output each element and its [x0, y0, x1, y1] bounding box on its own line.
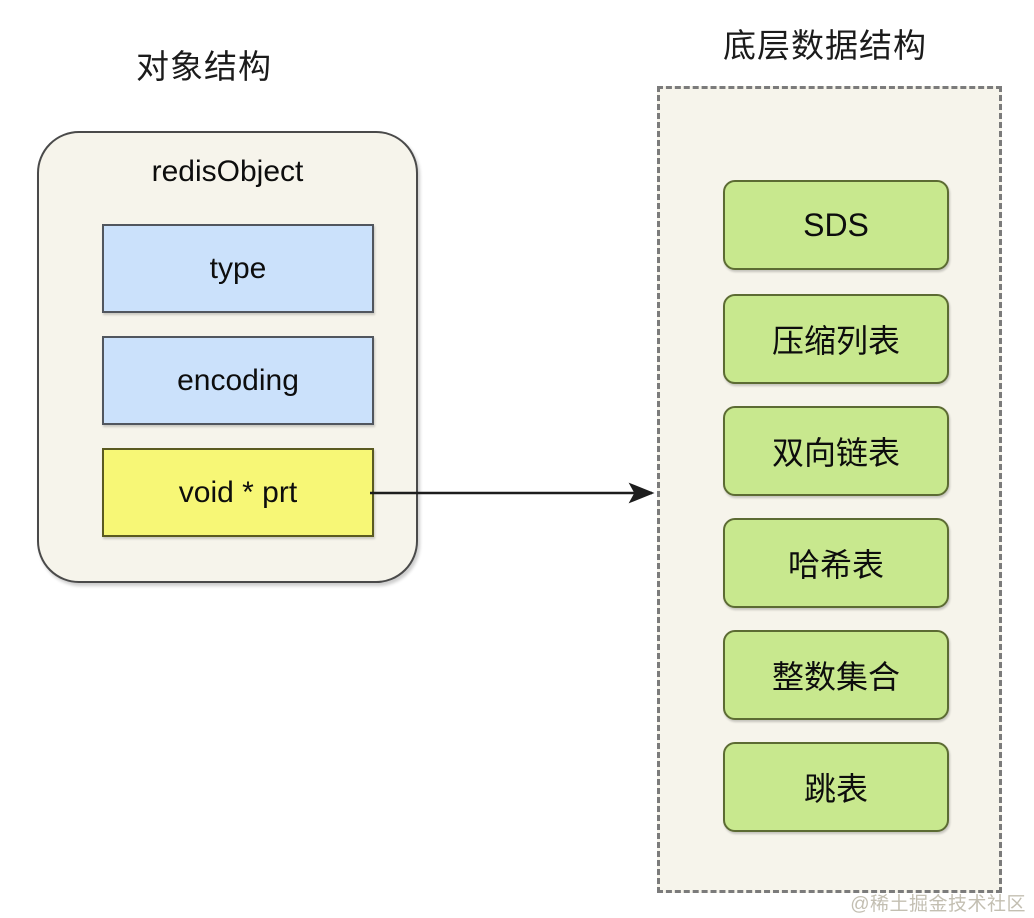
- datastructure-box-intset: 整数集合: [723, 630, 949, 720]
- field-void-pointer-label: void * prt: [178, 475, 298, 509]
- datastructure-box-doubly-linked-list: 双向链表: [723, 406, 949, 496]
- redis-object-card: redisObject type encoding void * prt: [37, 131, 418, 583]
- watermark: @稀土掘金技术社区: [850, 894, 1026, 915]
- redis-object-title: redisObject: [151, 155, 304, 188]
- datastructure-box-hashtable: 哈希表: [723, 518, 949, 608]
- datastructure-label: 整数集合: [771, 659, 900, 695]
- datastructure-box-ziplist: 压缩列表: [723, 294, 949, 384]
- field-void-pointer: void * prt: [102, 448, 374, 537]
- field-encoding: encoding: [102, 336, 374, 425]
- field-encoding-label: encoding: [177, 363, 299, 397]
- underlying-datastructure-panel: SDS 压缩列表 双向链表 哈希表 整数集合 跳表: [657, 86, 1002, 893]
- datastructure-label: 哈希表: [787, 547, 884, 583]
- datastructure-label: 双向链表: [771, 435, 900, 471]
- object-structure-title: 对象结构: [136, 48, 272, 85]
- pointer-arrow-icon: [370, 482, 655, 504]
- datastructure-box-skiplist: 跳表: [723, 742, 949, 832]
- field-type-label: type: [209, 251, 267, 285]
- datastructure-box-sds: SDS: [723, 180, 949, 270]
- field-type: type: [102, 224, 374, 313]
- datastructure-label: 跳表: [803, 771, 868, 807]
- underlying-structure-title: 底层数据结构: [723, 27, 927, 64]
- datastructure-label: SDS: [803, 206, 869, 243]
- datastructure-label: 压缩列表: [771, 323, 900, 359]
